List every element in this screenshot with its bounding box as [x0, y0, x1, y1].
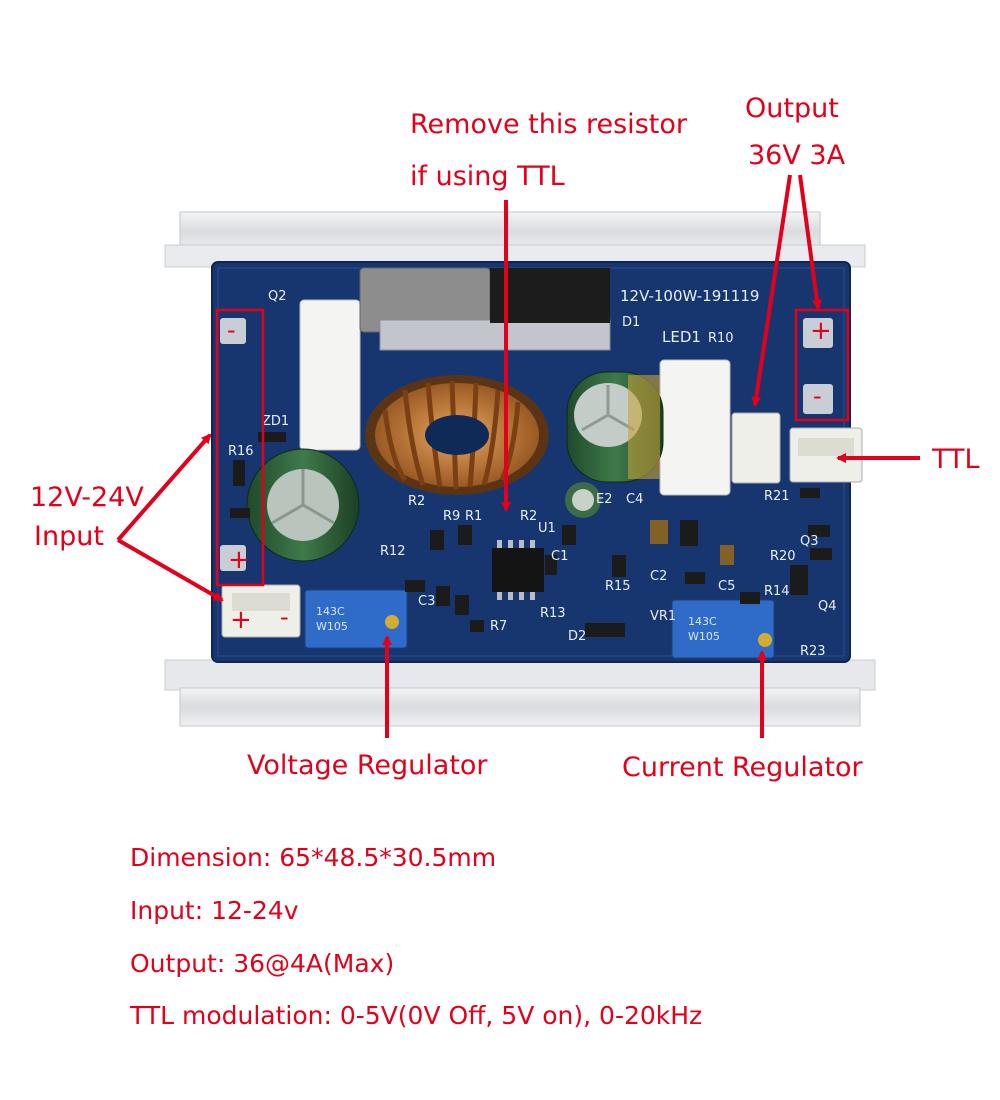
svg-text:143C: 143C [316, 605, 345, 618]
svg-text:R13: R13 [540, 606, 566, 621]
connector-positive-mark: + [230, 605, 252, 635]
svg-text:R7: R7 [490, 619, 507, 634]
annotation-arrows [116, 174, 920, 738]
input-terminal-highlight [215, 308, 265, 587]
power-resistor-right [659, 359, 731, 496]
output-connector [731, 412, 781, 484]
remove-resistor-label-line1: Remove this resistor [410, 109, 687, 140]
remove-resistor-label-line2: if using TTL [410, 161, 565, 192]
input-label-line2: Input [34, 521, 104, 552]
svg-text:R16: R16 [228, 444, 254, 459]
svg-text:C4: C4 [626, 492, 643, 507]
spec-ttl-modulation: TTL modulation: 0-5V(0V Off, 5V on), 0-2… [130, 1001, 703, 1030]
svg-text:Q4: Q4 [818, 599, 837, 614]
output-terminal-highlight [794, 308, 850, 422]
current-potentiometer [671, 599, 775, 659]
svg-text:143C: 143C [688, 615, 717, 628]
output-pads [803, 318, 833, 414]
svg-text:C2: C2 [650, 569, 667, 584]
input-pads [220, 318, 246, 571]
svg-text:R9: R9 [443, 509, 460, 524]
svg-text:U1: U1 [538, 521, 556, 536]
ttl-label: TTL [932, 444, 980, 475]
ic-chip [492, 548, 544, 592]
svg-text:VR1: VR1 [650, 609, 676, 624]
input-label-line1: 12V-24V [30, 482, 144, 513]
svg-text:12V-100W-191119: 12V-100W-191119 [620, 287, 759, 305]
output-label-line1: Output [745, 93, 839, 124]
mosfet-tab [379, 319, 611, 351]
connector-negative-mark: - [280, 603, 289, 631]
arrow-output-negative [751, 174, 792, 407]
svg-text:R2: R2 [408, 494, 425, 509]
svg-text:D2: D2 [568, 629, 586, 644]
silkscreen-labels: 12V-100W-191119 Q2 D1 LED1 R10 ZD1 R16 R… [228, 287, 837, 659]
capacitor-input [246, 448, 360, 562]
svg-text:R1: R1 [465, 509, 482, 524]
heatsink-top [164, 211, 866, 268]
svg-text:R12: R12 [380, 544, 406, 559]
svg-text:R23: R23 [800, 644, 826, 659]
svg-text:R14: R14 [764, 584, 790, 599]
current-regulator-label: Current Regulator [622, 752, 863, 783]
output-positive-mark: + [810, 316, 832, 346]
power-resistor-left [299, 299, 361, 451]
svg-text:LED1: LED1 [662, 328, 701, 346]
svg-text:R10: R10 [708, 331, 734, 346]
svg-text:C5: C5 [718, 579, 735, 594]
svg-text:D1: D1 [622, 315, 640, 330]
toroid-inductor [365, 375, 549, 495]
svg-text:E2: E2 [596, 492, 613, 507]
svg-text:R2: R2 [520, 509, 537, 524]
svg-text:Q2: Q2 [268, 289, 287, 304]
input-positive-mark: + [228, 545, 250, 575]
input-negative-mark: - [227, 316, 236, 344]
capacitor-small [565, 482, 601, 518]
svg-text:Q3: Q3 [800, 534, 819, 549]
voltage-regulator-label: Voltage Regulator [247, 750, 488, 781]
svg-text:C1: C1 [551, 549, 568, 564]
spec-dimension: Dimension: 65*48.5*30.5mm [130, 843, 497, 872]
ttl-connector [789, 427, 863, 483]
mosfet-body [490, 268, 610, 323]
spec-input: Input: 12-24v [130, 896, 299, 925]
heatsink-bottom [164, 659, 876, 727]
arrow-output-positive [798, 174, 822, 310]
arrow-input-positive [117, 538, 224, 602]
svg-text:W105: W105 [316, 620, 348, 633]
spec-output: Output: 36@4A(Max) [130, 949, 395, 978]
output-label-line2: 36V 3A [748, 140, 846, 171]
capacitor-output [566, 371, 664, 483]
svg-text:R21: R21 [764, 489, 790, 504]
svg-text:R20: R20 [770, 549, 796, 564]
output-negative-mark: - [813, 382, 822, 410]
voltage-potentiometer [304, 589, 408, 649]
svg-text:R15: R15 [605, 579, 631, 594]
svg-text:C3: C3 [418, 594, 435, 609]
svg-text:ZD1: ZD1 [262, 414, 289, 429]
arrow-input-negative [116, 433, 212, 542]
svg-text:W105: W105 [688, 630, 720, 643]
